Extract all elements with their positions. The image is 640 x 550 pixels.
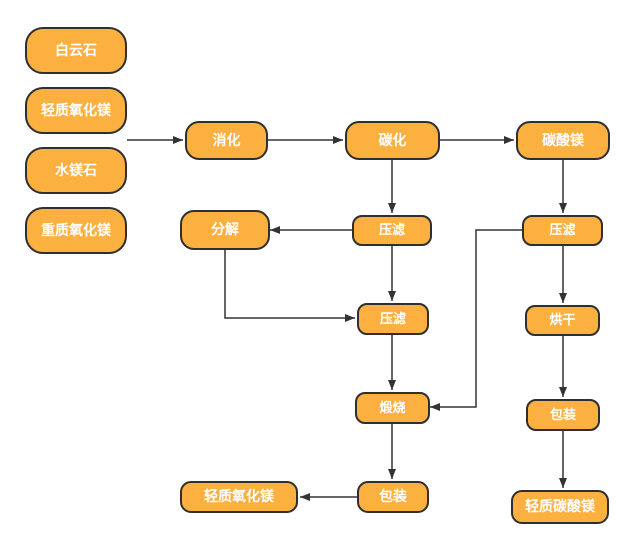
node-calcination: 煅烧 (355, 392, 430, 424)
node-light-mgo-input: 轻质氧化镁 (25, 87, 127, 134)
node-dolomite: 白云石 (25, 27, 127, 74)
node-packaging-2: 包装 (526, 399, 600, 431)
node-magnesium-carbonate: 碳酸镁 (516, 121, 610, 160)
arrow-decomposition-to-press-filter-2 (224, 250, 355, 322)
node-light-mgo-output: 轻质氧化镁 (180, 481, 298, 513)
node-decomposition: 分解 (180, 210, 270, 250)
arrow-press-filter-3-to-calcination (430, 229, 522, 411)
node-light-mg-carbonate: 轻质碳酸镁 (511, 490, 609, 524)
node-digestion: 消化 (185, 121, 268, 160)
node-brucite: 水镁石 (25, 147, 127, 194)
node-drying: 烘干 (525, 305, 600, 336)
node-press-filter-3: 压滤 (522, 215, 603, 246)
node-carbonation: 碳化 (345, 121, 440, 160)
node-press-filter-1: 压滤 (352, 215, 432, 246)
node-heavy-mgo: 重质氧化镁 (25, 207, 127, 254)
node-press-filter-2: 压滤 (357, 303, 429, 335)
node-packaging-1: 包装 (357, 481, 429, 513)
